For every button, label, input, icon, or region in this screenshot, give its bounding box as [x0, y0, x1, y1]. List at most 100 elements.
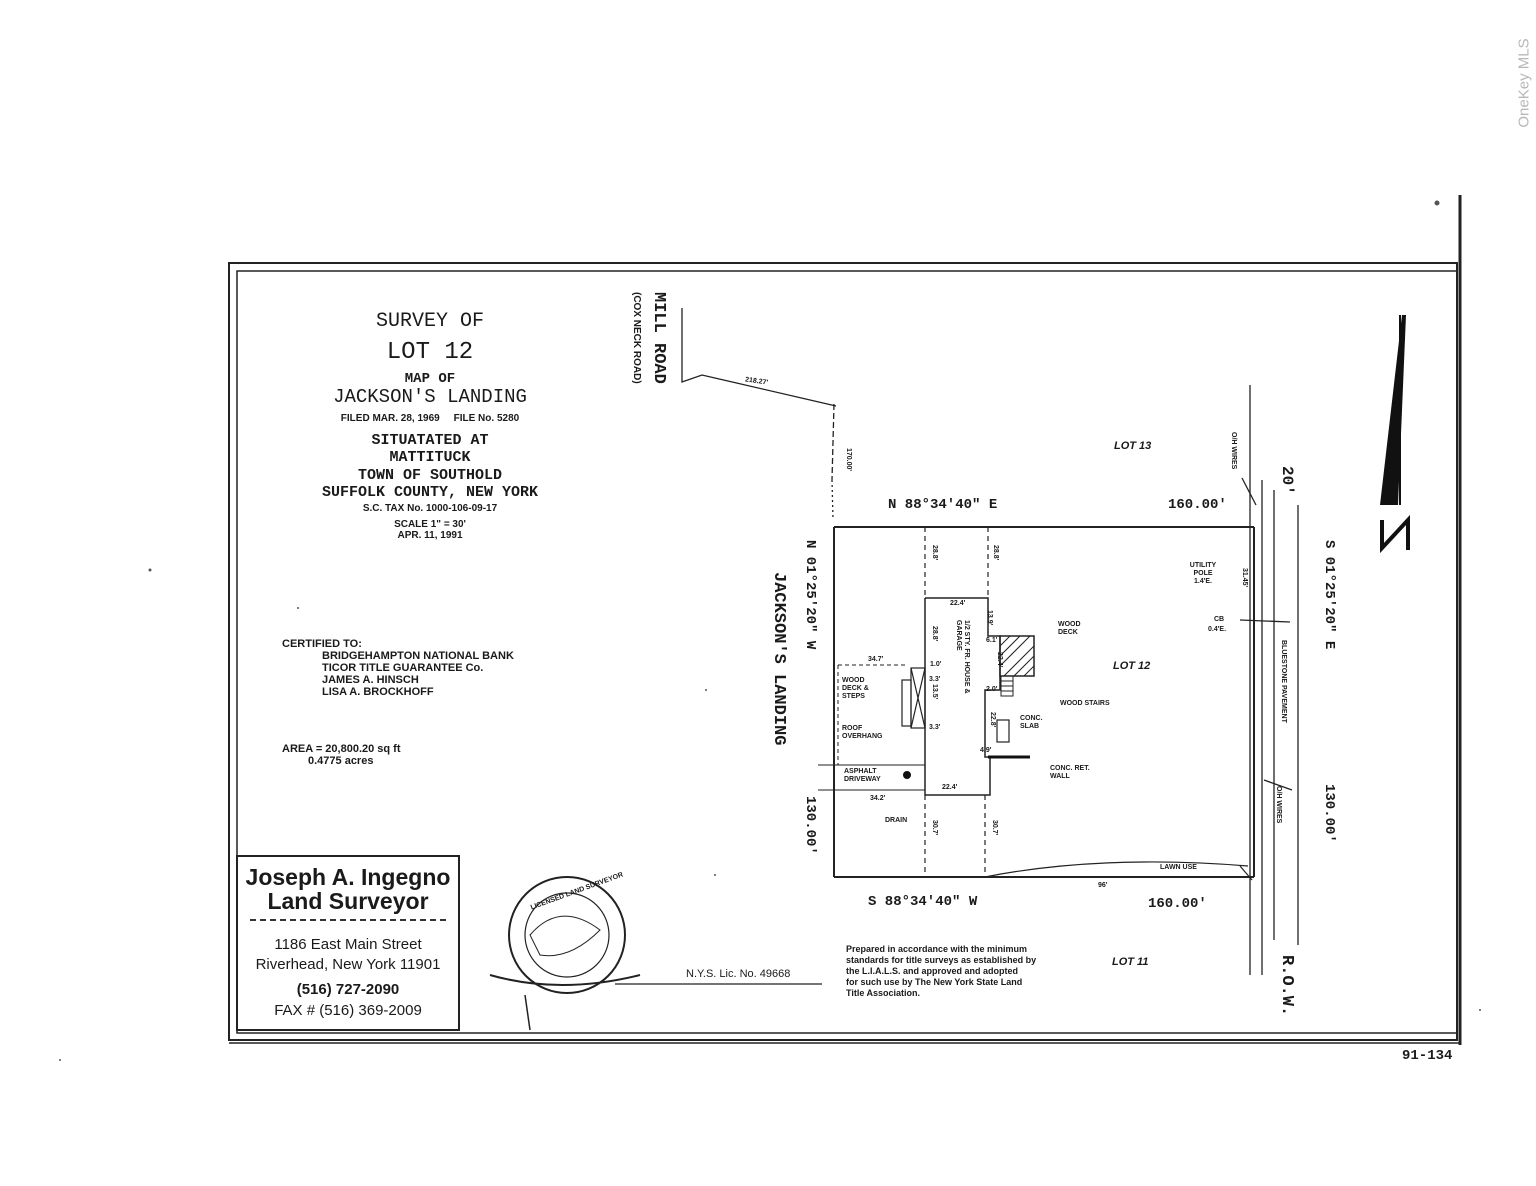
bluestone-label: BLUESTONE PAVEMENT [1280, 640, 1287, 723]
dim-28-8-a: 28.8' [931, 545, 938, 561]
standards-note: Prepared in accordance with the minimum … [846, 944, 1036, 999]
dim-1-0: 1.0' [930, 661, 942, 668]
south-bearing: S 88°34'40" W [868, 894, 978, 910]
dim-30-7-a: 30.7' [931, 820, 938, 836]
certified-heading: CERTIFIED TO: [282, 638, 362, 650]
offset-lines [924, 527, 989, 877]
scan-speckles [59, 200, 1481, 1061]
title-map-of: MAP OF [404, 370, 456, 387]
cox-neck-label: (COX NECK ROAD) [631, 292, 642, 384]
certified-block: CERTIFIED TO: BRIDGEHAMPTON NATIONAL BAN… [282, 638, 514, 698]
certified-name: JAMES A. HINSCH [322, 674, 419, 686]
north-distance: 160.00' [1168, 497, 1227, 513]
title-block: SURVEY OF LOT 12 MAP OF JACKSON'S LANDIN… [260, 310, 600, 542]
dim-31-45: 31.45' [1241, 568, 1248, 588]
wood-deck-steps-label: WOOD DECK & STEPS [842, 677, 869, 700]
catch-basin-label: CB [1214, 616, 1225, 623]
drain-icon [903, 771, 911, 779]
driveway [818, 664, 925, 791]
note-line: for such use by The New York State Land [846, 977, 1023, 987]
dim-28-8-b: 28.8' [992, 545, 999, 561]
lot-12-label: LOT 12 [1113, 660, 1151, 672]
frame [228, 195, 1462, 1045]
note-line: Title Association. [846, 988, 921, 998]
house-label: 1/2 STY. FR. HOUSE & GARAGE [955, 620, 970, 694]
dim-28-8-c: 28.8' [931, 626, 938, 642]
row-label: R.O.W. [1277, 955, 1296, 1017]
surveyor-box: Joseph A. Ingegno Land Surveyor 1186 Eas… [236, 855, 460, 1031]
roof-overhang-label: ROOF OVERHANG [842, 725, 883, 740]
wood-stairs-label: WOOD STAIRS [1060, 700, 1110, 707]
dim-13-9: 13.9' [986, 610, 993, 626]
utility-pole-label: UTILITY POLE 1.4'E. [1189, 562, 1217, 585]
south-distance: 160.00' [1148, 896, 1207, 912]
surveyor-address-1: 1186 East Main Street [274, 936, 422, 953]
note-line: standards for title surveys as establish… [846, 955, 1037, 965]
title-lot: LOT 12 [386, 339, 474, 366]
dim-2-0: 2.0' [986, 686, 998, 693]
oh-wires-label-2: O/H WIRES [1275, 786, 1282, 824]
dim-30-7-b: 30.7' [991, 820, 998, 836]
dim-22-4-bottom: 22.4' [942, 784, 958, 791]
east-bearing: S 01°25'20" E [1321, 540, 1337, 650]
right-of-way-lines [1239, 385, 1299, 975]
surveyor-phone: (516) 727-2090 [296, 981, 400, 998]
title-county: SUFFOLK COUNTY, NEW YORK [321, 483, 539, 501]
surveyor-seal [489, 876, 641, 1031]
title-scale: SCALE 1" = 30' [394, 518, 466, 530]
lot-11-label: LOT 11 [1112, 956, 1149, 968]
title-town: TOWN OF SOUTHOLD [357, 466, 503, 484]
dim-13-5: 13.5' [931, 684, 938, 700]
area-sqft: AREA = 20,800.20 sq ft [282, 743, 401, 755]
asphalt-driveway-label: ASPHALT DRIVEWAY [844, 768, 881, 783]
conc-slab [996, 719, 1010, 743]
dim-6-1: 6.1' [986, 637, 998, 644]
surveyor-address-2: Riverhead, New York 11901 [255, 956, 441, 973]
note-line: Prepared in accordance with the minimum [846, 944, 1028, 954]
area-block: AREA = 20,800.20 sq ft 0.4775 acres [282, 743, 401, 767]
conc-slab-label: CONC. SLAB [1020, 715, 1043, 730]
lawn-use-label: LAWN USE [1160, 864, 1197, 871]
lot-13-label: LOT 13 [1114, 440, 1152, 452]
dim-0-4: 0.4'E. [1208, 626, 1227, 633]
wood-deck-label: WOOD DECK [1058, 621, 1081, 636]
area-acres: 0.4775 acres [308, 755, 374, 767]
row-width: 20' [1278, 466, 1296, 495]
dim-22-4-v: 22.4' [996, 652, 1003, 668]
mill-road-tie [681, 308, 837, 521]
lot-boundary [833, 526, 1255, 878]
dim-96: 96' [1098, 882, 1108, 889]
west-distance: 130.00' [802, 796, 818, 855]
page-number: 91-134 [1402, 1048, 1453, 1064]
license-number: N.Y.S. Lic. No. 49668 [686, 968, 791, 980]
dim-34-7: 34.7' [868, 656, 884, 663]
certified-name: LISA A. BROCKHOFF [322, 686, 434, 698]
title-date: APR. 11, 1991 [397, 530, 463, 542]
west-road-label: JACKSON'S LANDING [769, 572, 788, 746]
west-deck [901, 667, 926, 729]
dist-170: 170.00' [845, 448, 852, 472]
lawn-use-line [984, 861, 1253, 881]
surveyor-name: Joseph A. Ingegno [245, 864, 451, 890]
dim-22-4-top: 22.4' [950, 600, 966, 607]
title-situated: SITUATATED AT [371, 432, 489, 450]
drain-label: DRAIN [885, 817, 908, 824]
dim-4-9: 4.9' [980, 747, 992, 754]
oh-wires-label-1: O/H WIRES [1230, 432, 1237, 470]
north-arrow-icon [1380, 315, 1410, 554]
wood-deck-hatch [999, 635, 1035, 697]
dim-3-3-a: 3.3' [929, 676, 941, 683]
certified-name: BRIDGEHAMPTON NATIONAL BANK [322, 650, 514, 662]
title-subdivision: JACKSON'S LANDING [333, 385, 527, 408]
dim-34-2: 34.2' [870, 795, 886, 802]
north-bearing: N 88°34'40" E [888, 497, 998, 513]
title-hamlet: MATTITUCK [389, 449, 471, 467]
surveyor-title: Land Surveyor [267, 888, 429, 914]
dim-3-3-b: 3.3' [929, 724, 941, 731]
surveyor-separator [250, 919, 446, 921]
east-distance: 130.00' [1321, 784, 1337, 843]
title-filed: FILED MAR. 28, 1969 FILE No. 5280 [340, 412, 520, 424]
certified-name: TICOR TITLE GUARANTEE Co. [322, 662, 484, 674]
dim-22-8: 22.8' [989, 712, 996, 728]
